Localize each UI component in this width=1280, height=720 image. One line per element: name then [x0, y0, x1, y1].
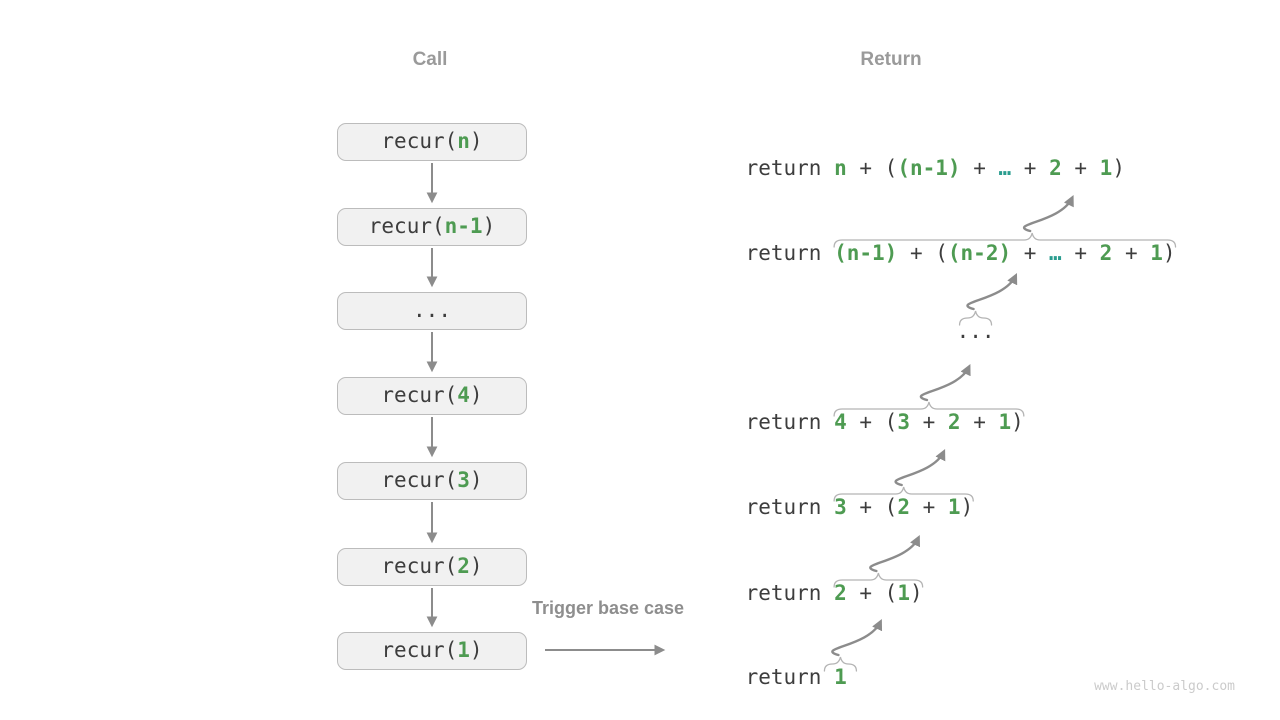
return-line-ellipsis: ... [906, 292, 995, 370]
return-keyword: return [745, 241, 835, 265]
return-expression: 1 [834, 665, 847, 689]
return-keyword: return [745, 495, 835, 519]
return-line-2: return 2 + (1) [695, 554, 923, 632]
return-expression: 2 + (1) [834, 581, 923, 605]
return-line-1: return 1 [695, 638, 847, 716]
return-keyword: return [745, 410, 835, 434]
return-expression: (n-1) + ((n-2) + … + 2 + 1) [834, 241, 1176, 265]
return-line-n-1: return (n-1) + ((n-2) + … + 2 + 1) [695, 214, 1176, 292]
return-line-4: return 4 + (3 + 2 + 1) [695, 383, 1024, 461]
return-keyword: return [745, 156, 835, 180]
return-line-n: return n + ((n-1) + … + 2 + 1) [695, 129, 1125, 207]
call-box-recur-3: recur(3) [337, 462, 527, 500]
return-expression: 3 + (2 + 1) [834, 495, 974, 519]
return-keyword: return [745, 581, 835, 605]
return-keyword: return [745, 665, 835, 689]
call-box-recur-4: recur(4) [337, 377, 527, 415]
watermark: www.hello-algo.com [1094, 679, 1235, 694]
call-column-header: Call [412, 49, 448, 70]
call-box-recur-n: recur(n) [337, 123, 527, 161]
call-box-ellipsis: ... [337, 292, 527, 330]
call-box-recur-1: recur(1) [337, 632, 527, 670]
return-line-3: return 3 + (2 + 1) [695, 468, 974, 546]
call-box-recur-2: recur(2) [337, 548, 527, 586]
trigger-base-case-label: Trigger base case [531, 598, 685, 618]
return-column-header: Return [860, 49, 922, 70]
return-expression: n + ((n-1) + … + 2 + 1) [834, 156, 1125, 180]
call-box-recur-n-1: recur(n-1) [337, 208, 527, 246]
return-expression: ... [956, 319, 995, 343]
return-expression: 4 + (3 + 2 + 1) [834, 410, 1024, 434]
